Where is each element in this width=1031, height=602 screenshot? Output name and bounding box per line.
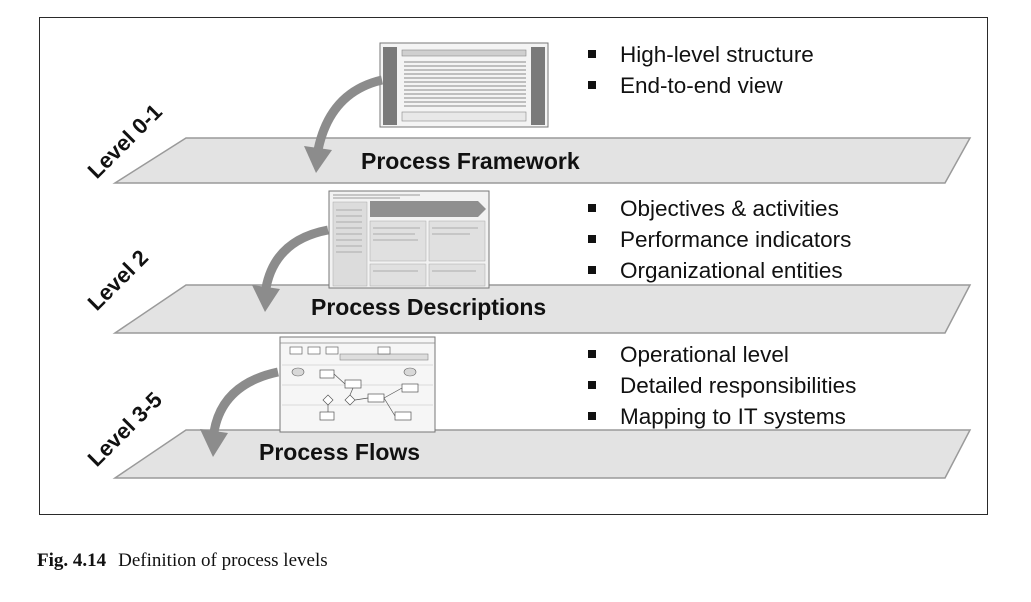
down-arrow-level-2 [252, 225, 329, 312]
framework-thumbnail [379, 42, 549, 128]
bullet-icon [588, 412, 596, 420]
bullet-icon [588, 381, 596, 389]
flow-thumbnail [279, 336, 436, 433]
bullet-item: High-level structure [585, 39, 814, 70]
bullet-text: Detailed responsibilities [620, 373, 857, 398]
bullet-item: Detailed responsibilities [585, 370, 856, 401]
bullet-list-level-0-1: High-level structure End-to-end view [585, 39, 814, 101]
bullet-icon [588, 81, 596, 89]
bullet-text: Organizational entities [620, 258, 843, 283]
bullet-list-level-3-5: Operational level Detailed responsibilit… [585, 339, 856, 432]
bullet-item: Operational level [585, 339, 856, 370]
plane-label-process-descriptions: Process Descriptions [311, 294, 547, 320]
bullet-icon [588, 235, 596, 243]
bullet-list-level-2: Objectives & activities Performance indi… [585, 193, 851, 286]
bullet-item: Mapping to IT systems [585, 401, 856, 432]
figure-caption: Fig. 4.14 Definition of process levels [37, 550, 328, 572]
bullet-text: End-to-end view [620, 73, 783, 98]
plane-level-3-5 [112, 429, 972, 479]
bullet-item: End-to-end view [585, 70, 814, 101]
description-thumbnail [328, 190, 490, 289]
bullet-icon [588, 50, 596, 58]
plane-label-process-flows: Process Flows [259, 439, 421, 465]
bullet-item: Performance indicators [585, 224, 851, 255]
bullet-text: Performance indicators [620, 227, 852, 252]
bullet-icon [588, 350, 596, 358]
bullet-item: Objectives & activities [585, 193, 851, 224]
plane-level-2 [112, 284, 972, 334]
bullet-text: High-level structure [620, 42, 814, 67]
down-arrow-level-3-5 [200, 367, 280, 457]
bullet-text: Objectives & activities [620, 196, 839, 221]
bullet-icon [588, 204, 596, 212]
bullet-icon [588, 266, 596, 274]
figure-number: Fig. 4.14 [37, 550, 107, 571]
plane-label-process-framework: Process Framework [361, 148, 580, 174]
plane-level-0-1 [112, 137, 972, 184]
figure-caption-text: Definition of process levels [118, 550, 328, 571]
down-arrow-level-0-1 [304, 75, 384, 173]
bullet-text: Mapping to IT systems [620, 404, 846, 429]
bullet-text: Operational level [620, 342, 789, 367]
bullet-item: Organizational entities [585, 255, 851, 286]
